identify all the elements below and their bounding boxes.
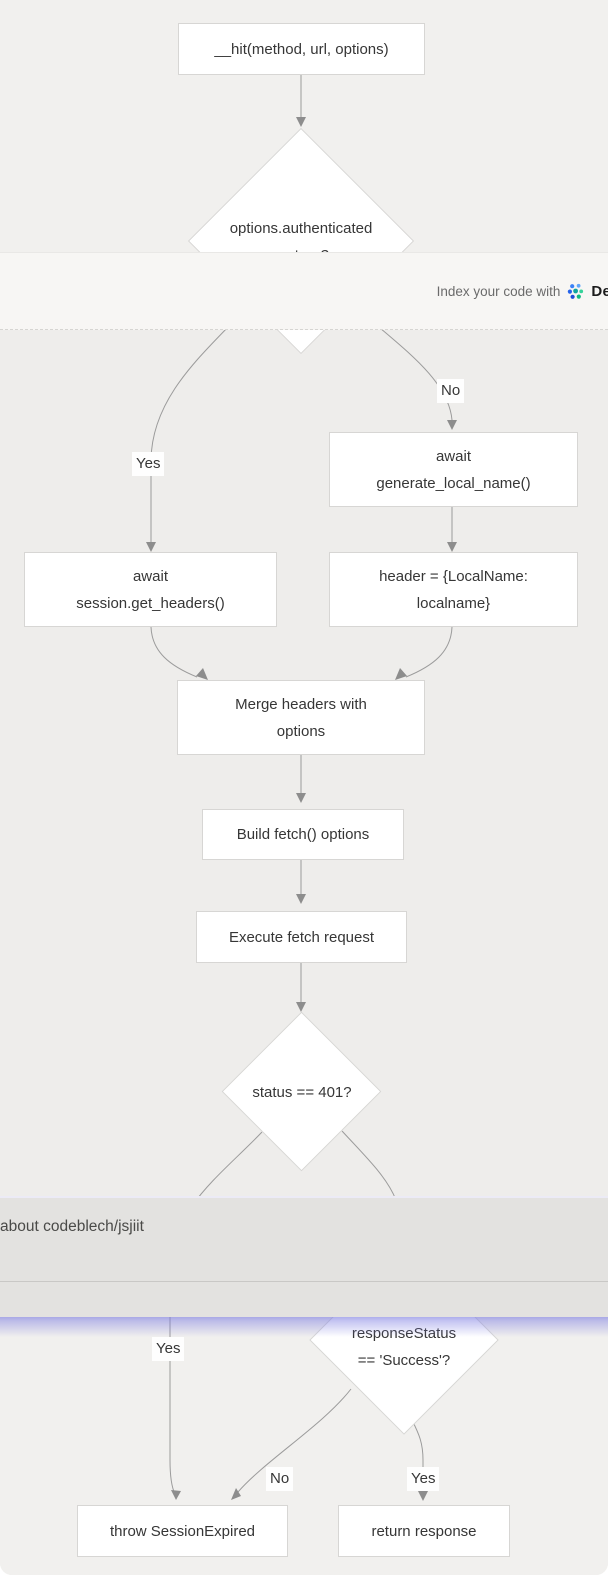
edge-label-yes-auth: Yes <box>132 452 165 476</box>
edge-label-no-auth: No <box>437 379 465 403</box>
index-code-banner-row[interactable]: Index your code with De <box>437 253 608 329</box>
index-code-banner[interactable]: Index your code with De <box>0 252 608 330</box>
arrowheads <box>146 117 457 1501</box>
node-generate-local-name: await generate_local_name() <box>329 432 578 507</box>
edge-label-yes-401: Yes <box>152 1337 185 1361</box>
node-execute-fetch: Execute fetch request <box>196 911 407 963</box>
node-header-localname: header = {LocalName: localname} <box>329 552 578 627</box>
decision-status-401-label: status == 401? <box>252 1084 352 1101</box>
node-session-get-headers: await session.get_headers() <box>24 552 277 627</box>
node-return-response: return response <box>338 1505 510 1557</box>
ask-bar-divider <box>0 1281 608 1282</box>
ask-about-repo-bar[interactable]: about codeblech/jsjiit <box>0 1196 608 1317</box>
devin-logo-icon <box>568 283 584 299</box>
node-hit-function: __hit(method, url, options) <box>178 23 425 75</box>
ask-about-repo-text[interactable]: about codeblech/jsjiit <box>0 1218 144 1235</box>
node-build-fetch-options: Build fetch() options <box>202 809 404 860</box>
focus-glow-gradient <box>0 1317 608 1337</box>
index-code-banner-brand: De <box>591 282 608 300</box>
index-code-banner-text: Index your code with <box>436 283 561 299</box>
edge-label-no-success: No <box>266 1467 294 1491</box>
node-merge-headers: Merge headers with options <box>177 680 425 755</box>
node-throw-session-expired: throw SessionExpired <box>77 1505 288 1557</box>
edge-label-yes-success: Yes <box>407 1467 440 1491</box>
